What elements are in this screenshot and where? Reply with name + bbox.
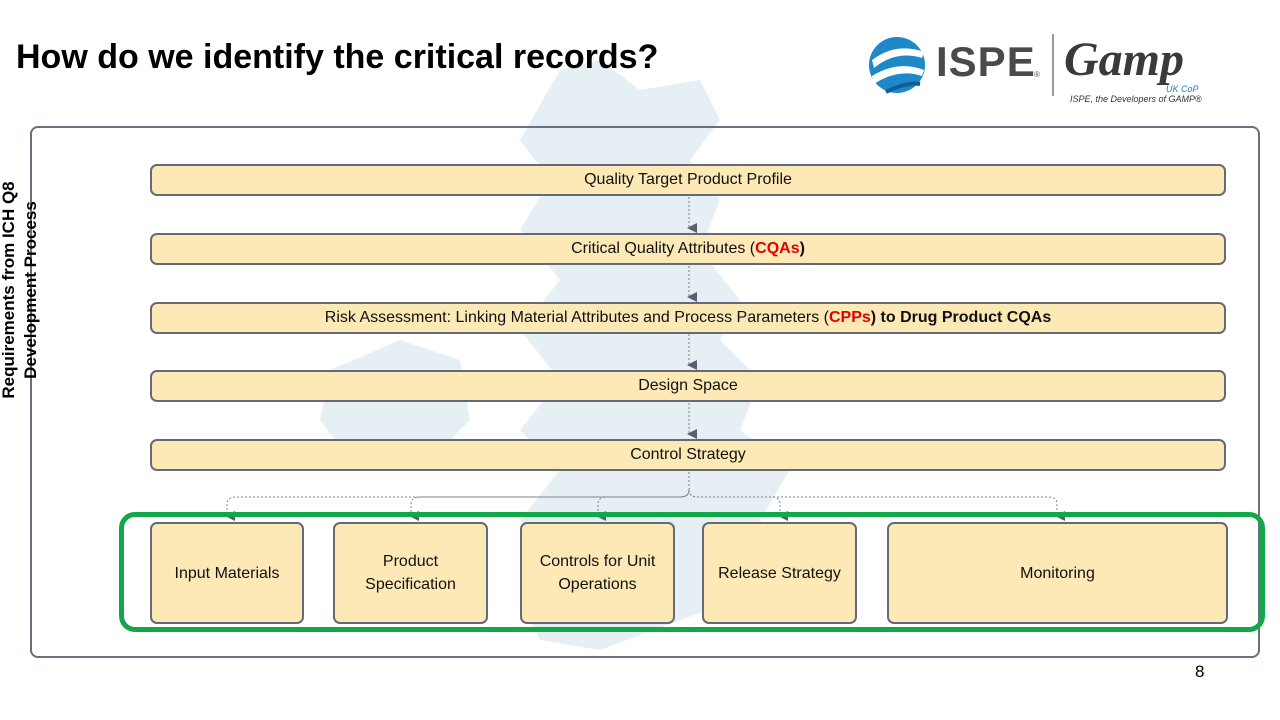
output-release-strategy-label: Release Strategy bbox=[718, 564, 841, 582]
logo-divider bbox=[1052, 34, 1054, 96]
ispe-wordmark: ISPE bbox=[936, 38, 1036, 85]
gamp-wordmark: Gamp bbox=[1064, 33, 1184, 86]
arrow-to-monitoring bbox=[688, 489, 1065, 521]
step-cqa-suffix: ) bbox=[799, 240, 805, 257]
registered-mark: ® bbox=[1034, 70, 1040, 79]
uk-cop-label: UK CoP bbox=[1166, 84, 1199, 94]
step-risk-suffix: ) to Drug Product CQAs bbox=[870, 309, 1052, 326]
output-product-specification-label: Product Specification bbox=[365, 553, 456, 593]
cqa-highlight: CQAs bbox=[755, 240, 800, 257]
step-control-strategy: Control Strategy bbox=[150, 439, 1226, 471]
arrow-to-unit-ops bbox=[596, 489, 690, 521]
output-unit-operations-label: Controls for Unit Operations bbox=[539, 553, 656, 593]
ispe-swoosh-icon bbox=[869, 37, 925, 94]
page-number: 8 bbox=[1195, 662, 1205, 681]
step-risk-assessment: Risk Assessment: Linking Material Attrib… bbox=[150, 302, 1226, 334]
step-qtpp: Quality Target Product Profile bbox=[150, 164, 1226, 196]
step-qtpp-label: Quality Target Product Profile bbox=[584, 171, 792, 188]
control-strategy-outputs-group bbox=[119, 512, 1265, 632]
output-monitoring: Monitoring bbox=[887, 522, 1228, 624]
arrow-to-input-materials bbox=[225, 472, 690, 521]
output-monitoring-label: Monitoring bbox=[1020, 564, 1095, 582]
output-release-strategy: Release Strategy bbox=[702, 522, 857, 624]
step-design-space: Design Space bbox=[150, 370, 1226, 402]
output-product-specification: Product Specification bbox=[333, 522, 488, 624]
step-cqa-prefix: Critical Quality Attributes ( bbox=[571, 240, 756, 257]
step-design-space-label: Design Space bbox=[638, 377, 738, 394]
cpp-highlight: CPPs bbox=[828, 309, 871, 326]
logo-tagline: ISPE, the Developers of GAMP® bbox=[1070, 94, 1202, 104]
ispe-gamp-logo: ISPE ® Gamp UK CoP ISPE, the Developers … bbox=[866, 30, 1216, 110]
output-input-materials-label: Input Materials bbox=[174, 564, 280, 582]
diagram-frame bbox=[30, 126, 1260, 658]
step-cqa: Critical Quality Attributes (CQAs) bbox=[150, 233, 1226, 265]
step-control-strategy-label: Control Strategy bbox=[630, 446, 746, 463]
step-risk-prefix: Risk Assessment: Linking Material Attrib… bbox=[324, 309, 829, 326]
output-input-materials: Input Materials bbox=[150, 522, 304, 624]
output-unit-operations: Controls for Unit Operations bbox=[520, 522, 675, 624]
slide-title: How do we identify the critical records? bbox=[16, 38, 659, 76]
